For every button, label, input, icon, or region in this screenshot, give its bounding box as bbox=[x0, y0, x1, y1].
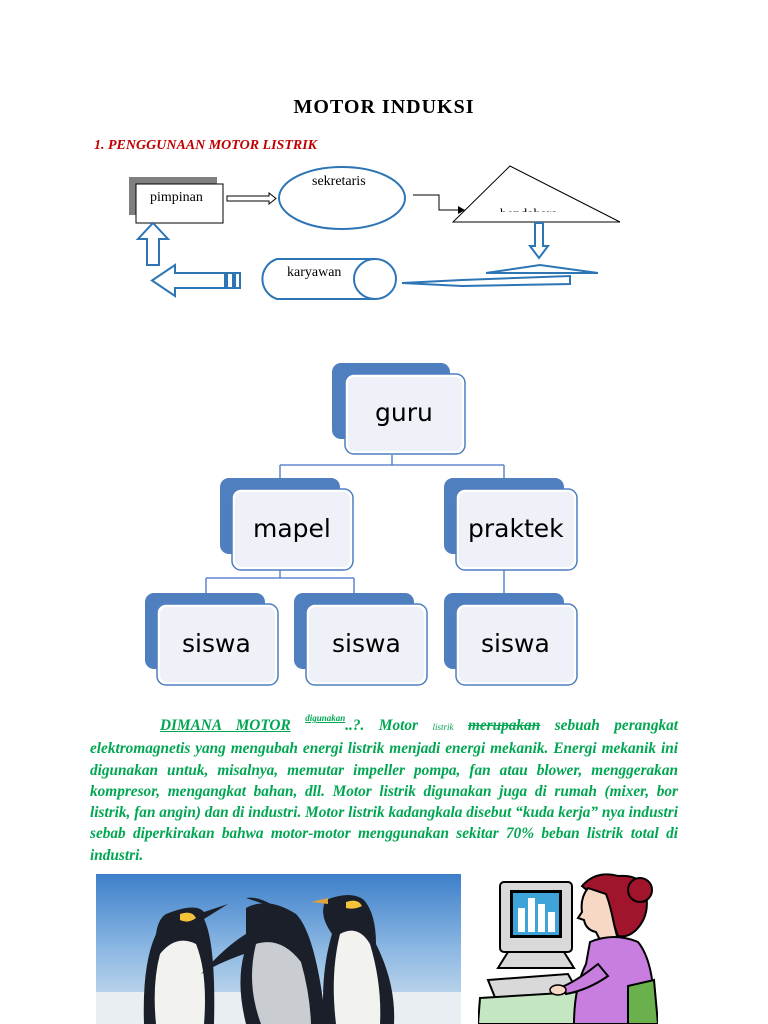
woman-at-computer-clipart bbox=[478, 873, 658, 1024]
pimpinan-label: pimpinan bbox=[150, 190, 203, 205]
paragraph-lead: DIMANA MOTOR bbox=[160, 717, 291, 734]
paragraph-body: sebuah perangkat elektromagnetis yang me… bbox=[90, 717, 679, 864]
arrow-to-bendahara bbox=[413, 194, 458, 211]
left-arrow bbox=[150, 263, 241, 298]
pimpinan-box bbox=[135, 183, 224, 224]
org-chart bbox=[145, 363, 578, 686]
connector-shape bbox=[485, 263, 599, 274]
penguin-middle bbox=[201, 897, 326, 1024]
bendahara-label: bendahara bbox=[500, 202, 558, 212]
arrow-to-sekretaris bbox=[226, 191, 277, 206]
penguin-right bbox=[311, 895, 395, 1024]
arrow-to-karyawan bbox=[401, 274, 571, 288]
bendahara-triangle bbox=[451, 165, 621, 223]
paragraph-sup: digunakan bbox=[305, 713, 346, 723]
org-node-praktek: praktek bbox=[468, 514, 564, 543]
penguins-photo bbox=[96, 874, 461, 1024]
org-node-mapel: mapel bbox=[253, 514, 331, 543]
section-heading: 1. PENGGUNAAN MOTOR LISTRIK bbox=[94, 138, 317, 153]
paragraph-small: listrik bbox=[432, 722, 454, 732]
body-paragraph: DIMANA MOTOR digunakan..?. Motor listrik… bbox=[90, 708, 678, 866]
sekretaris-ellipse bbox=[278, 166, 406, 230]
up-arrow bbox=[135, 221, 171, 266]
paragraph-punct: ..?. Motor bbox=[345, 717, 418, 734]
org-node-siswa-3: siswa bbox=[481, 629, 550, 658]
document-title: MOTOR INDUKSI bbox=[293, 96, 475, 118]
paragraph-struck: merupakan bbox=[467, 717, 541, 734]
down-arrow bbox=[528, 222, 550, 260]
sekretaris-label: sekretaris bbox=[312, 174, 366, 189]
org-node-siswa-1: siswa bbox=[182, 629, 251, 658]
penguin-left bbox=[143, 904, 228, 1024]
org-node-siswa-2: siswa bbox=[332, 629, 401, 658]
karyawan-label: karyawan bbox=[287, 265, 342, 280]
org-node-guru: guru bbox=[375, 398, 433, 427]
flow-diagram bbox=[129, 165, 621, 300]
